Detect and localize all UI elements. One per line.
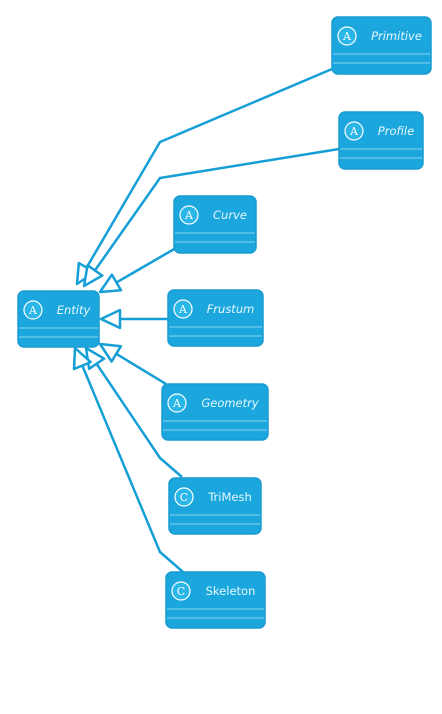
- class-name: Skeleton: [206, 584, 256, 598]
- class-name: Profile: [378, 124, 414, 138]
- class-box: [167, 289, 264, 347]
- class-name: Entity: [57, 303, 91, 317]
- class-geometry[interactable]: A Geometry: [161, 383, 269, 441]
- class-kind-letter: A: [342, 30, 352, 43]
- edge-line-skeleton: [81, 365, 184, 573]
- edge-line-curve: [115, 246, 177, 284]
- class-box: [338, 111, 424, 170]
- class-box: [161, 383, 269, 441]
- class-kind-letter: C: [177, 585, 185, 598]
- class-curve[interactable]: A Curve: [173, 195, 257, 254]
- class-name: Geometry: [201, 396, 259, 410]
- class-skeleton[interactable]: C Skeleton: [165, 571, 266, 629]
- inheritance-edge-curve: [98, 246, 177, 294]
- class-badge-icon: C: [174, 487, 194, 507]
- generalization-arrowhead: [99, 308, 122, 330]
- edge-line-trimesh: [95, 363, 183, 478]
- edge-line-profile: [93, 147, 340, 272]
- class-kind-letter: A: [28, 304, 38, 317]
- class-trimesh[interactable]: C TriMesh: [168, 477, 262, 535]
- edge-line-geometry: [115, 352, 167, 386]
- class-kind-letter: A: [178, 303, 188, 316]
- abstract-badge-icon: A: [337, 26, 357, 46]
- class-kind-letter: C: [180, 491, 188, 504]
- abstract-badge-icon: A: [173, 299, 193, 319]
- generalization-arrowhead: [72, 346, 92, 371]
- class-kind-letter: A: [172, 397, 182, 410]
- generalization-arrowhead: [84, 346, 106, 371]
- class-profile[interactable]: A Profile: [338, 111, 424, 170]
- class-entity[interactable]: A Entity: [17, 290, 100, 348]
- class-box: [331, 16, 432, 75]
- inheritance-edges: [72, 67, 340, 573]
- generalization-arrowhead: [98, 273, 123, 294]
- generalization-arrowhead: [98, 342, 123, 363]
- abstract-badge-icon: A: [167, 393, 187, 413]
- class-badge-icon: C: [171, 581, 191, 601]
- class-name: Frustum: [207, 302, 255, 316]
- inheritance-edge-geometry: [98, 342, 167, 386]
- inheritance-edge-frustum: [99, 308, 168, 330]
- generalization-arrowhead: [82, 264, 104, 288]
- class-box: [173, 195, 257, 254]
- edge-line-primitive: [85, 67, 333, 269]
- class-box: [165, 571, 266, 629]
- class-name: TriMesh: [207, 490, 252, 504]
- abstract-badge-icon: A: [344, 121, 364, 141]
- class-name: Primitive: [371, 29, 422, 43]
- class-primitive[interactable]: A Primitive: [331, 16, 432, 75]
- class-kind-letter: A: [184, 209, 194, 222]
- class-frustum[interactable]: A Frustum: [167, 289, 264, 347]
- abstract-badge-icon: A: [23, 300, 43, 320]
- class-kind-letter: A: [349, 125, 359, 138]
- inheritance-edge-skeleton: [72, 346, 184, 573]
- class-name: Curve: [213, 208, 247, 222]
- abstract-badge-icon: A: [179, 205, 199, 225]
- inheritance-edge-profile: [82, 147, 340, 288]
